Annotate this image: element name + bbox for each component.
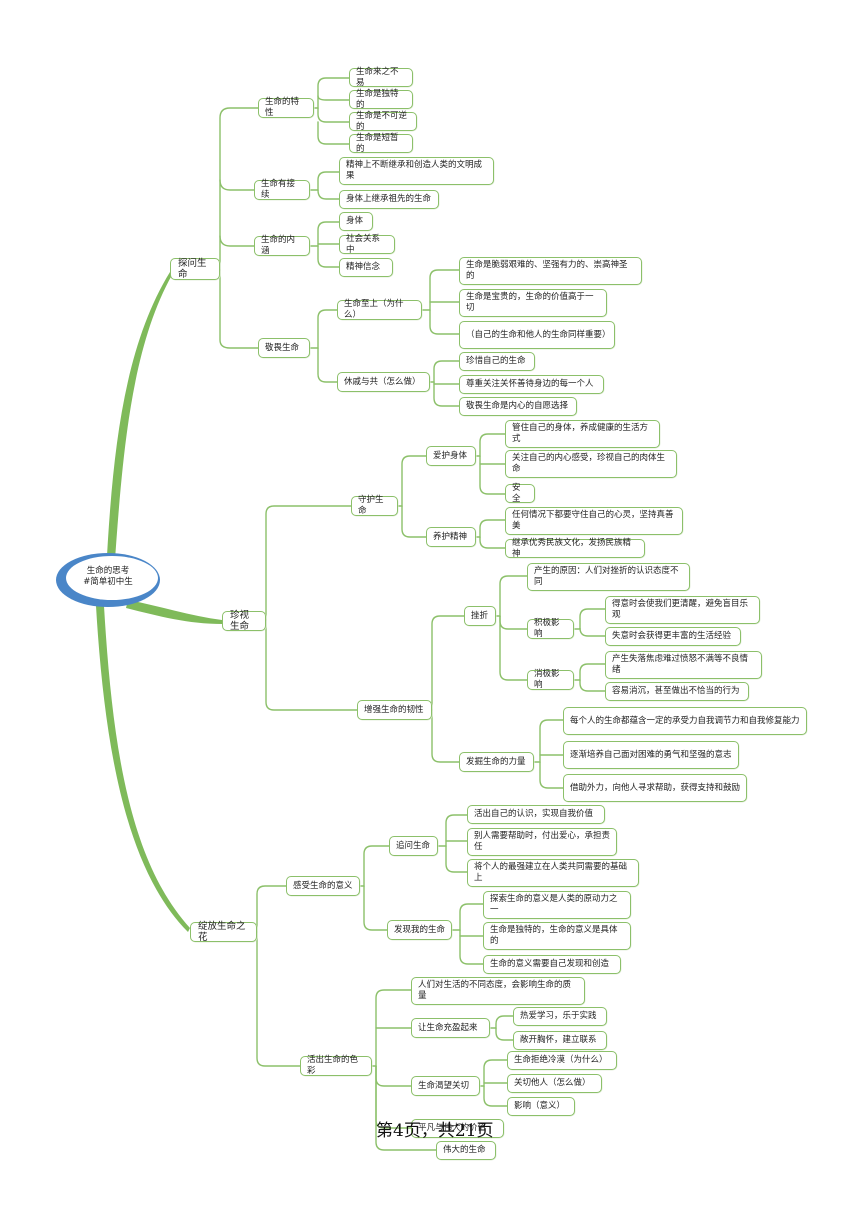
leaf-care-2[interactable]: 关切他人（怎么做） xyxy=(507,1074,602,1093)
node-discover-power[interactable]: 发掘生命的力量 xyxy=(459,752,534,772)
root-node[interactable]: 生命的思考 #简单初中生 xyxy=(64,566,152,588)
leaf-spirit-2[interactable]: 继承优秀民族文化，发扬民族精神 xyxy=(505,538,645,559)
leaf-continuity-1[interactable]: 精神上不断继承和创造人类的文明成果 xyxy=(339,157,494,185)
root-title: 生命的思考 xyxy=(86,566,130,576)
leaf-discover-3[interactable]: 生命的意义需要自己发现和创造 xyxy=(483,955,621,974)
leaf-power-2[interactable]: 逐渐培养自己面对困难的勇气和坚强的意志 xyxy=(563,741,739,769)
branch-cherish-life[interactable]: 珍视生命 xyxy=(222,610,266,632)
node-care-body[interactable]: 爱护身体 xyxy=(426,446,476,466)
node-share-fate[interactable]: 休戚与共（怎么做） xyxy=(337,372,430,392)
leaf-positive-1[interactable]: 得意时会使我们更清醒，避免盲目乐观 xyxy=(605,596,760,624)
leaf-supreme-2[interactable]: 生命是宝贵的，生命的价值高于一切 xyxy=(459,289,607,317)
node-life-traits[interactable]: 生命的特性 xyxy=(258,97,314,118)
node-life-needs-care[interactable]: 生命渴望关切 xyxy=(411,1076,480,1096)
branch-bloom-life[interactable]: 绽放生命之花 xyxy=(190,921,257,943)
node-life-supreme[interactable]: 生命至上（为什么） xyxy=(337,299,422,320)
leaf-content-body[interactable]: 身体 xyxy=(339,212,373,231)
leaf-supreme-1[interactable]: 生命是脆弱艰难的、坚强有力的、崇高神圣的 xyxy=(459,257,642,285)
leaf-trait-3[interactable]: 生命是不可逆的 xyxy=(349,111,417,132)
leaf-fill-2[interactable]: 敞开胸怀，建立联系 xyxy=(513,1031,607,1050)
leaf-share-3[interactable]: 敬畏生命是内心的自愿选择 xyxy=(459,397,577,416)
leaf-trait-1[interactable]: 生命来之不易 xyxy=(349,67,413,88)
leaf-positive-2[interactable]: 失意时会获得更丰富的生活经验 xyxy=(605,627,741,646)
node-negative-effect[interactable]: 消极影响 xyxy=(527,669,574,690)
leaf-care-1[interactable]: 生命拒绝冷漠（为什么） xyxy=(507,1051,617,1070)
leaf-fill-1[interactable]: 热爱学习，乐于实践 xyxy=(513,1007,607,1026)
leaf-continuity-2[interactable]: 身体上继承祖先的生命 xyxy=(339,190,439,209)
leaf-trait-2[interactable]: 生命是独特的 xyxy=(349,89,413,110)
leaf-body-2[interactable]: 关注自己的内心感受，珍视自己的肉体生命 xyxy=(505,450,677,478)
node-fill-life[interactable]: 让生命充盈起来 xyxy=(411,1018,490,1038)
leaf-content-spirit[interactable]: 精神信念 xyxy=(339,258,393,277)
node-nurture-spirit[interactable]: 养护精神 xyxy=(426,527,476,547)
leaf-body-1[interactable]: 管住自己的身体，养成健康的生活方式 xyxy=(505,420,660,448)
leaf-supreme-3[interactable]: （自己的生命和他人的生命同样重要） xyxy=(459,321,615,349)
node-live-colorful[interactable]: 活出生命的色彩 xyxy=(300,1055,372,1076)
leaf-negative-1[interactable]: 产生失落焦虑难过愤怒不满等不良情绪 xyxy=(605,651,762,679)
node-revere-life[interactable]: 敬畏生命 xyxy=(258,338,310,358)
node-life-continuity[interactable]: 生命有接续 xyxy=(254,179,310,200)
leaf-spirit-1[interactable]: 任何情况下都要守住自己的心灵，坚持真善美 xyxy=(505,507,683,535)
branch-explore-life[interactable]: 探问生命 xyxy=(170,258,220,280)
leaf-great-life[interactable]: 伟大的生命 xyxy=(436,1141,496,1160)
node-discover-my-life[interactable]: 发现我的生命 xyxy=(387,920,452,940)
leaf-attitude[interactable]: 人们对生活的不同态度，会影响生命的质量 xyxy=(411,977,585,1005)
leaf-setback-cause[interactable]: 产生的原因：人们对挫折的认识态度不同 xyxy=(527,563,690,591)
leaf-content-society[interactable]: 社会关系中 xyxy=(339,234,395,255)
leaf-body-3[interactable]: 安全 xyxy=(505,483,535,504)
root-node-ring xyxy=(56,553,160,607)
leaf-share-2[interactable]: 尊重关注关怀善待身边的每一个人 xyxy=(459,375,604,394)
leaf-question-1[interactable]: 活出自己的认识，实现自我价值 xyxy=(467,805,605,824)
page-number-overlay: 第4页，共21页 xyxy=(376,1121,494,1141)
leaf-share-1[interactable]: 珍惜自己的生命 xyxy=(459,352,535,371)
node-positive-effect[interactable]: 积极影响 xyxy=(527,618,574,639)
leaf-discover-2[interactable]: 生命是独特的，生命的意义是具体的 xyxy=(483,922,631,950)
node-question-life[interactable]: 追问生命 xyxy=(389,836,438,856)
leaf-question-3[interactable]: 将个人的最强建立在人类共同需要的基础上 xyxy=(467,859,639,887)
leaf-ordinary-great[interactable]: 平凡与伟大的价值 xyxy=(411,1119,504,1138)
leaf-question-2[interactable]: 别人需要帮助时，付出爱心，承担责任 xyxy=(467,828,617,856)
leaf-care-3[interactable]: 影响（意义） xyxy=(507,1097,575,1116)
leaf-negative-2[interactable]: 容易消沉，甚至做出不恰当的行为 xyxy=(605,682,749,701)
node-strengthen-resilience[interactable]: 增强生命的韧性 xyxy=(357,700,432,720)
leaf-power-1[interactable]: 每个人的生命都蕴含一定的承受力自我调节力和自我修复能力 xyxy=(563,707,807,735)
node-life-content[interactable]: 生命的内涵 xyxy=(254,235,310,256)
leaf-power-3[interactable]: 借助外力，向他人寻求帮助，获得支持和鼓励 xyxy=(563,774,747,802)
leaf-trait-4[interactable]: 生命是短暂的 xyxy=(349,133,413,154)
root-subtitle: #简单初中生 xyxy=(83,577,133,587)
node-setback[interactable]: 挫折 xyxy=(464,606,496,626)
node-feel-meaning[interactable]: 感受生命的意义 xyxy=(286,876,360,896)
node-guard-life[interactable]: 守护生命 xyxy=(351,495,398,516)
leaf-discover-1[interactable]: 探索生命的意义是人类的原动力之一 xyxy=(483,891,631,919)
